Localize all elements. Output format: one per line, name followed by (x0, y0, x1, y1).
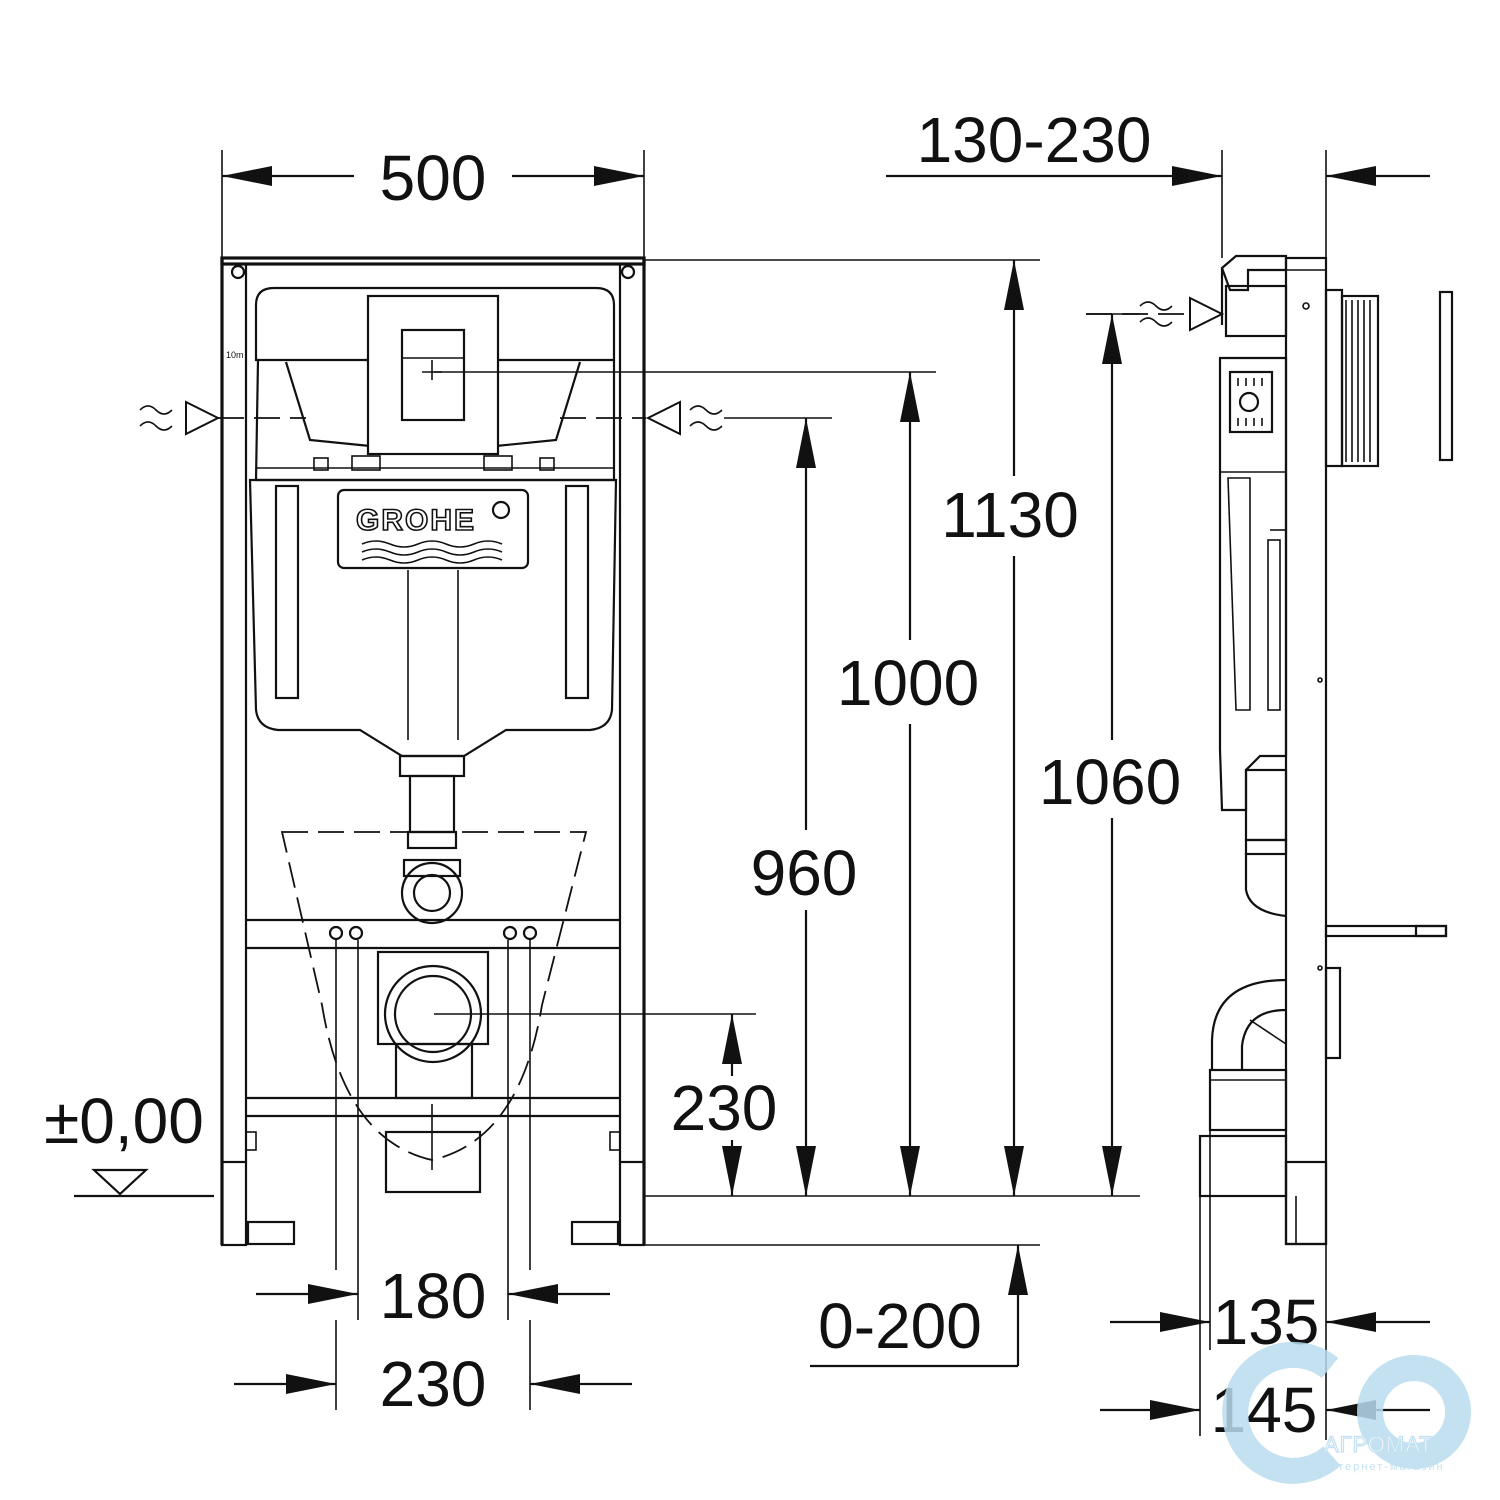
water-inlet-side (1086, 296, 1225, 332)
dim-label-960: 960 (751, 837, 858, 909)
watermark-logo: АГРОМАТ интернет-магазин (1222, 1341, 1471, 1484)
side-view (1198, 254, 1454, 1246)
dimension-width-500: 500 (221, 142, 645, 258)
dimension-depth-130-230: 130-230 (886, 104, 1430, 258)
dimension-leg-0-200: 0-200 (810, 1245, 1028, 1368)
dimension-height-1000: 1000 (837, 372, 979, 1196)
water-inlet-left (139, 400, 306, 436)
floor-level-label: ±0,00 (44, 1085, 204, 1157)
dim-label-1060: 1060 (1039, 746, 1181, 818)
dimension-height-1060: 1060 (1039, 313, 1181, 1196)
dimension-bolts-230: 230 (234, 1320, 632, 1420)
floor-level-marker: ±0,00 (44, 1085, 214, 1198)
dim-label-130-230: 130-230 (917, 104, 1152, 176)
dimension-height-960: 960 (751, 418, 858, 1196)
dim-label-1130: 1130 (941, 479, 1079, 551)
dim-label-230-width: 230 (380, 1348, 487, 1420)
watermark-name: АГРОМАТ (1324, 1432, 1434, 1457)
dim-label-0-200: 0-200 (818, 1290, 982, 1362)
dimension-bolts-180: 180 (256, 1260, 610, 1332)
brand-logo: GROHE (356, 504, 476, 537)
dimension-drain-230: 230 (671, 1014, 778, 1196)
dim-label-230-height: 230 (671, 1072, 778, 1144)
dim-label-500: 500 (380, 142, 487, 214)
watermark-subtitle: интернет-магазин (1322, 1461, 1445, 1473)
dim-label-1000: 1000 (837, 647, 979, 719)
dimension-height-1130: 1130 (941, 260, 1079, 1196)
svg-text:10m: 10m (226, 350, 244, 360)
water-inlet-right (560, 400, 832, 436)
dim-label-180: 180 (380, 1260, 487, 1332)
